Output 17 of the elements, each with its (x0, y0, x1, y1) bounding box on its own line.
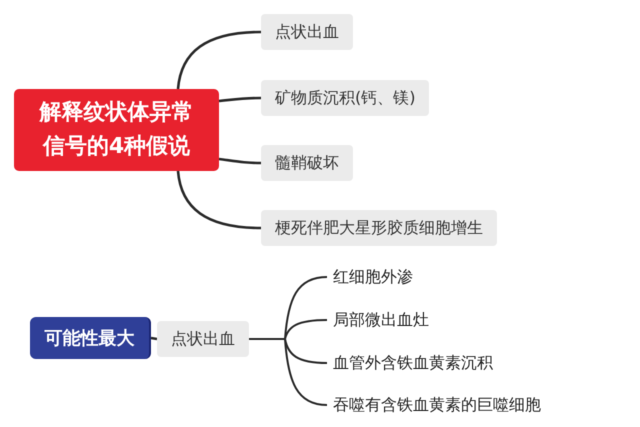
branch-line (176, 170, 262, 230)
branch-line (218, 158, 261, 164)
subtopic-box: 点状出血 (261, 14, 353, 50)
branch-text: 血管外含铁血黄素沉积 (327, 351, 493, 375)
branch-line (176, 30, 262, 90)
subtopic-box: 点状出血 (157, 321, 249, 357)
main-topic-box: 解释纹状体异常信号的4种假说 (14, 89, 219, 171)
branch-line (150, 336, 158, 340)
branch-text: 吞噬有含铁血黄素的巨噬细胞 (327, 393, 541, 417)
branch-line (249, 338, 328, 406)
subtopic-box: 梗死伴肥大星形胶质细胞增生 (261, 210, 497, 246)
branch-line (218, 96, 261, 102)
highlight-box: 可能性最大 (30, 317, 151, 359)
branch-text: 局部微出血灶 (327, 308, 429, 332)
subtopic-box: 髓鞘破坏 (261, 145, 353, 181)
branch-text: 红细胞外渗 (327, 265, 413, 289)
subtopic-box: 矿物质沉积(钙、镁) (261, 80, 430, 116)
